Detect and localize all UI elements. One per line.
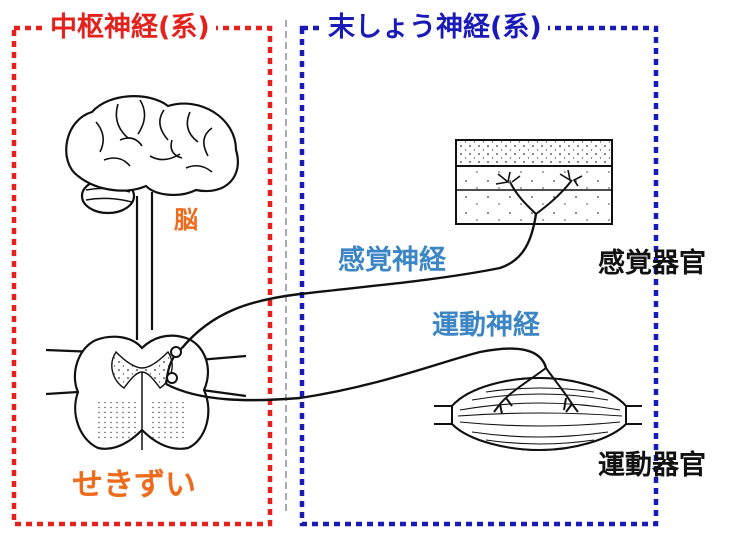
sensory-organ-label: 感覚器官 (598, 248, 706, 279)
sensory-nerve-label: 感覚神経 (338, 245, 446, 276)
spinal-cord-label: せきずい (72, 467, 196, 503)
brain-illustration (65, 95, 239, 215)
skin-illustration (455, 139, 613, 225)
peripheral-nervous-system-title: 末しょう神経(系) (322, 14, 548, 41)
brain-label: 脳 (174, 206, 198, 234)
neuron-cell-body-2 (166, 372, 178, 384)
muscle-illustration (434, 376, 642, 452)
motor-organ-label: 運動器官 (598, 450, 706, 481)
central-nervous-system-title: 中枢神経(系) (44, 14, 216, 41)
spinal-cord-illustration (45, 334, 247, 450)
central-nervous-system-box (11, 25, 273, 527)
sensory-nerve-fiber (181, 213, 538, 349)
brain-stem (135, 192, 154, 340)
motor-nerve-fiber (165, 347, 548, 402)
motor-nerve-endings (493, 367, 579, 415)
motor-nerve-label: 運動神経 (432, 310, 540, 341)
neuron-cell-body (170, 346, 182, 358)
